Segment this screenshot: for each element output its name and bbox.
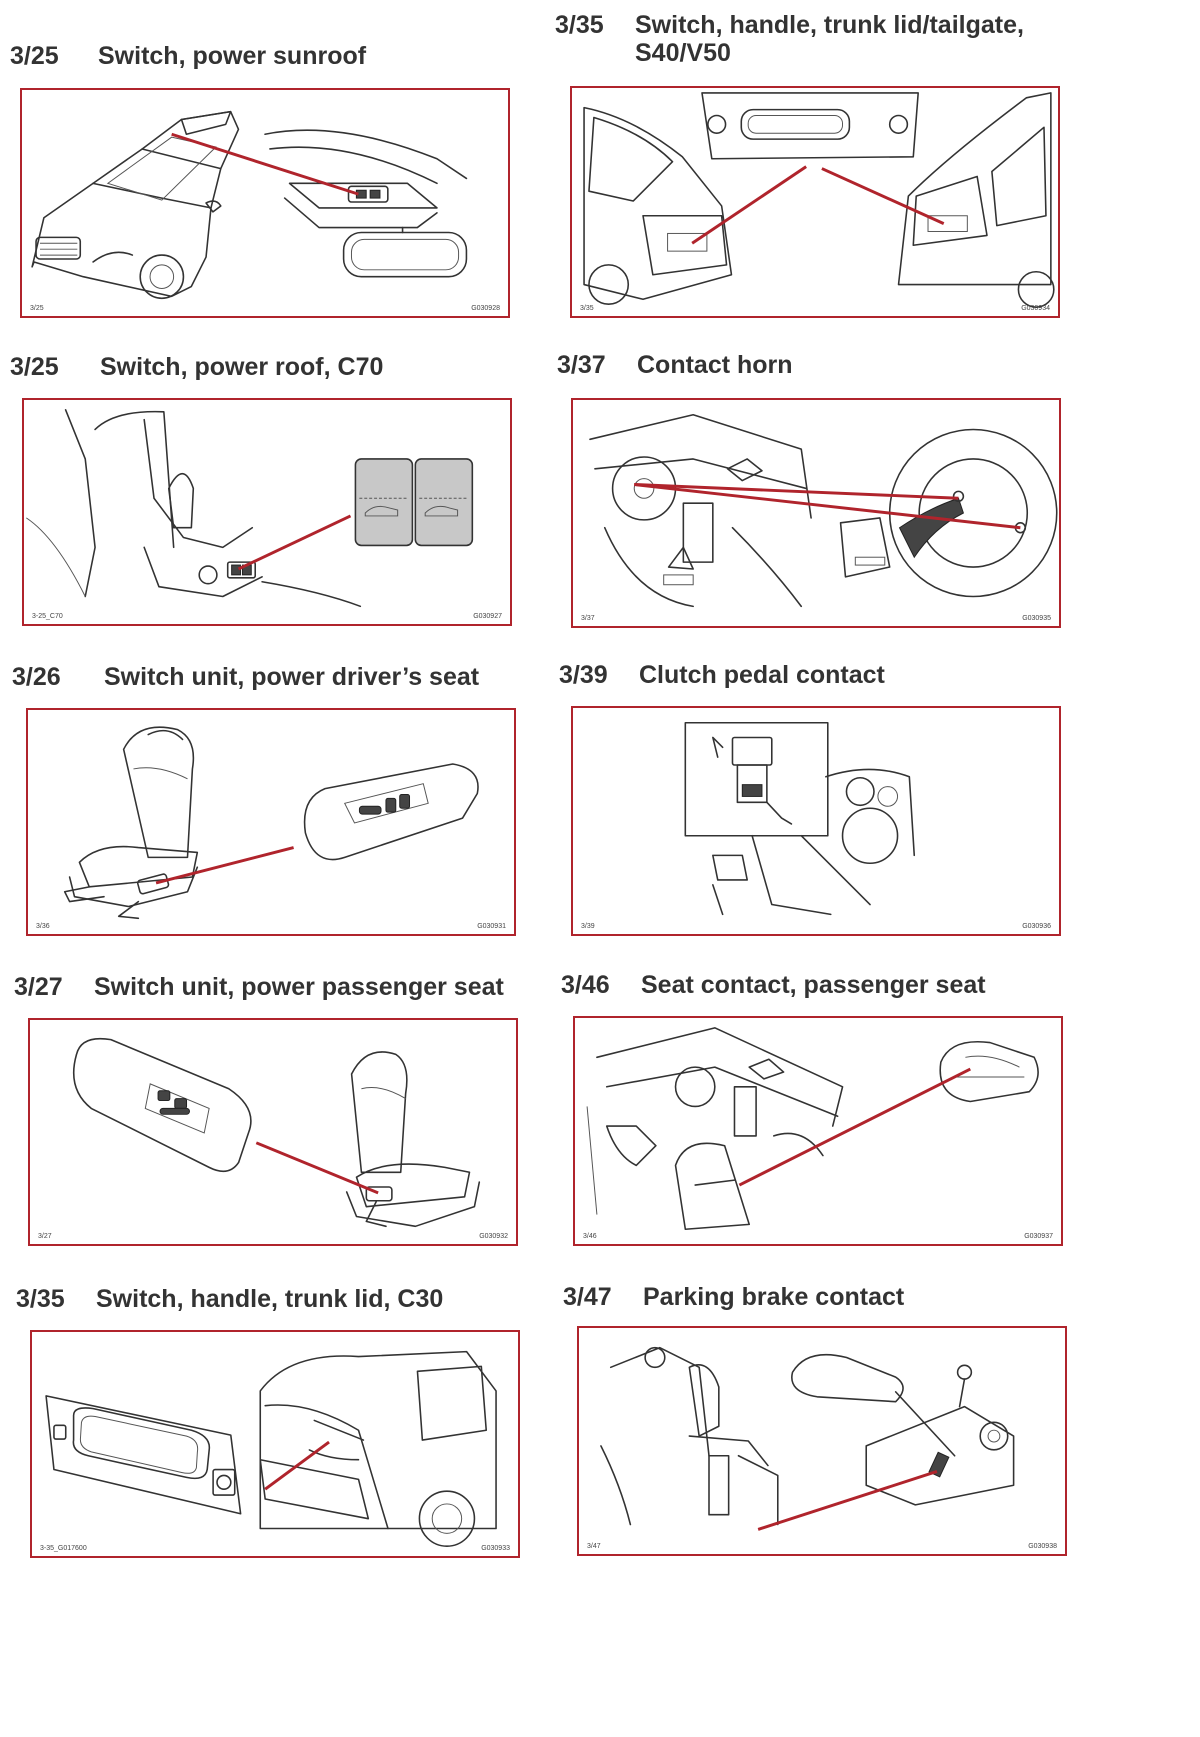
section-number: 3/25	[10, 42, 59, 70]
panel-heading: 3/26 Switch unit, power driver’s seat	[12, 662, 479, 692]
illustration-frame: 3/36 G030931	[26, 708, 516, 936]
section-number: 3/27	[14, 973, 63, 1001]
contact-horn-illustration	[589, 413, 1058, 608]
illustration-frame: 3/46 G030937	[573, 1016, 1063, 1246]
section-number: 3/35	[16, 1285, 65, 1313]
panel-heading: 3/25 Switch, power roof, C70	[10, 352, 383, 382]
section-title: Switch unit, power passenger seat	[94, 973, 504, 1001]
illustration-frame: 3/35 G030934	[570, 86, 1060, 318]
section-number: 3/26	[12, 663, 61, 691]
panel-heading: 3/47 Parking brake contact	[563, 1282, 904, 1312]
illustration-frame: 3-25_C70 G030927	[22, 398, 512, 626]
ref-code-left: 3/25	[30, 305, 44, 312]
section-title-line-1: Switch, handle, trunk lid/tailgate,	[635, 11, 1024, 39]
sunroof-illustration	[31, 110, 468, 300]
section-title: Parking brake contact	[643, 1283, 905, 1311]
illustration-frame: 3/25 G030928	[20, 88, 510, 318]
ref-code-right: G030938	[1028, 1543, 1057, 1550]
trunk-lid-c30-illustration	[45, 1350, 497, 1547]
power-roof-illustration	[26, 409, 474, 608]
section-number: 3/47	[563, 1283, 612, 1311]
ref-code-right: G030931	[477, 923, 506, 930]
ref-code-right: G030936	[1022, 923, 1051, 930]
ref-code-right: G030927	[473, 613, 502, 620]
ref-code-right: G030934	[1021, 305, 1050, 312]
ref-code-right: G030933	[481, 1545, 510, 1552]
panel-heading: 3/27 Switch unit, power passenger seat	[14, 972, 504, 1002]
panel-heading: 3/25 Switch, power sunroof	[10, 41, 366, 71]
section-number: 3/35	[555, 11, 604, 39]
ref-code-right: G030937	[1024, 1233, 1053, 1240]
driver-seat-illustration	[63, 726, 479, 920]
panel-heading: 3/35 Switch, handle, trunk lid/tailgate,…	[555, 10, 1024, 67]
ref-code-right: G030928	[471, 305, 500, 312]
clutch-pedal-illustration	[684, 721, 916, 916]
illustration-frame: 3-35_G017600 G030933	[30, 1330, 520, 1558]
illustration-frame: 3/27 G030932	[28, 1018, 518, 1246]
illustration-frame: 3/37 G030935	[571, 398, 1061, 628]
section-number: 3/37	[557, 351, 606, 379]
section-title: Switch, handle, trunk lid, C30	[96, 1285, 444, 1313]
section-number: 3/39	[559, 661, 608, 689]
section-title: Switch unit, power driver’s seat	[104, 663, 480, 691]
ref-code-left: 3-35_G017600	[40, 1545, 87, 1552]
ref-code-left: 3/47	[587, 1543, 601, 1550]
ref-code-left: 3/39	[581, 923, 595, 930]
illustration-frame: 3/47 G030938	[577, 1326, 1067, 1556]
section-title: Switch, power sunroof	[98, 42, 367, 70]
ref-code-left: 3/27	[38, 1233, 52, 1240]
panel-heading: 3/46 Seat contact, passenger seat	[561, 970, 986, 1000]
panel-heading: 3/37 Contact horn	[557, 350, 793, 380]
ref-code-right: G030932	[479, 1233, 508, 1240]
ref-code-left: 3/37	[581, 615, 595, 622]
panel-heading: 3/39 Clutch pedal contact	[559, 660, 885, 690]
section-title-line-2: S40/V50	[635, 39, 731, 67]
section-title: Contact horn	[637, 351, 793, 379]
ref-code-right: G030935	[1022, 615, 1051, 622]
ref-code-left: 3/46	[583, 1233, 597, 1240]
ref-code-left: 3-25_C70	[32, 613, 63, 620]
section-number: 3/25	[10, 353, 59, 381]
seat-contact-illustration	[586, 1027, 1039, 1231]
section-number: 3/46	[561, 971, 610, 999]
illustration-frame: 3/39 G030936	[571, 706, 1061, 936]
panel-heading: 3/35 Switch, handle, trunk lid, C30	[16, 1284, 443, 1314]
passenger-seat-illustration	[72, 1037, 481, 1228]
section-title: Seat contact, passenger seat	[641, 971, 986, 999]
ref-code-left: 3/35	[580, 305, 594, 312]
section-title: Switch, power roof, C70	[100, 353, 384, 381]
section-title: Clutch pedal contact	[639, 661, 885, 689]
ref-code-left: 3/36	[36, 923, 50, 930]
parking-brake-illustration	[600, 1346, 1015, 1531]
trunk-tailgate-illustration	[583, 92, 1055, 308]
